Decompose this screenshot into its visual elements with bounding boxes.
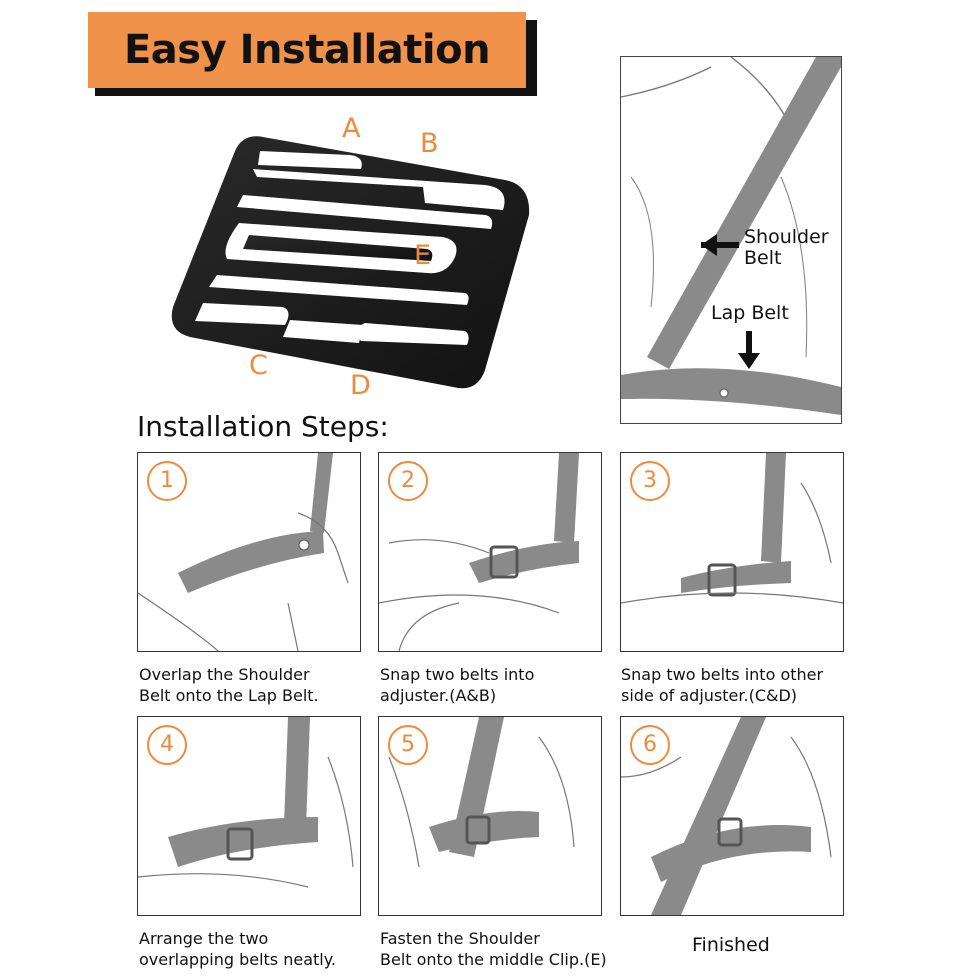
step-3-caption-2: side of adjuster.(C&D)	[621, 686, 798, 705]
belt-clip-icon	[171, 136, 530, 389]
shoulder-belt-label-2: Belt	[744, 247, 782, 269]
step-3-caption-1: Snap two belts into other	[621, 665, 824, 684]
step-4-caption-1: Arrange the two	[139, 929, 269, 948]
steps-heading: Installation Steps:	[137, 410, 389, 443]
title-banner: Easy Installation	[88, 12, 526, 88]
step-2-number: 2	[401, 468, 415, 493]
step-1-caption-2: Belt onto the Lap Belt.	[139, 686, 319, 705]
step-6-number: 6	[643, 732, 657, 757]
clip-label-c: C	[249, 350, 268, 381]
step-3-number: 3	[643, 468, 657, 493]
page-title: Easy Installation	[123, 27, 491, 73]
step-5-panel: 5	[378, 716, 602, 916]
step-4-illustration-icon	[138, 717, 354, 888]
step-2-caption-2: adjuster.(A&B)	[380, 686, 497, 705]
step-3-illustration-icon	[621, 453, 843, 604]
step-2-panel: 2	[378, 452, 602, 652]
clip-label-a: A	[342, 113, 361, 144]
step-6-illustration-icon	[621, 717, 832, 915]
clip-label-b: B	[420, 128, 439, 159]
step-5-number: 5	[401, 732, 415, 757]
step-4-badge: 4	[147, 725, 187, 765]
step-3-badge: 3	[630, 461, 670, 501]
step-5-illustration-icon	[388, 717, 575, 868]
step-6-panel: 6	[620, 716, 844, 916]
belt-diagram-panel: Shoulder Belt Lap Belt	[620, 56, 842, 424]
shoulder-belt-label-1: Shoulder	[744, 226, 829, 248]
step-5-caption-2: Belt onto the middle Clip.(E)	[380, 950, 607, 969]
clip-illustration	[165, 125, 545, 395]
step-4-number: 4	[160, 732, 174, 757]
step-2-badge: 2	[388, 461, 428, 501]
step-1-caption-1: Overlap the Shoulder	[139, 665, 310, 684]
step-1-badge: 1	[147, 461, 187, 501]
step-5-caption-1: Fasten the Shoulder	[380, 929, 540, 948]
step-6-caption: Finished	[692, 934, 770, 956]
clip-label-e: E	[414, 240, 432, 271]
step-3-panel: 3	[620, 452, 844, 652]
step-2-illustration-icon	[379, 453, 579, 651]
clip-label-d: D	[350, 370, 371, 401]
step-4-panel: 4	[137, 716, 361, 916]
seatbelt-figure-icon	[621, 57, 841, 415]
step-6-badge: 6	[630, 725, 670, 765]
step-2-caption-1: Snap two belts into	[380, 665, 535, 684]
step-1-number: 1	[160, 468, 174, 493]
step-1-illustration-icon	[138, 453, 349, 651]
step-1-panel: 1	[137, 452, 361, 652]
step-5-badge: 5	[388, 725, 428, 765]
step-4-caption-2: overlapping belts neatly.	[139, 950, 336, 969]
lap-belt-label: Lap Belt	[711, 302, 789, 324]
